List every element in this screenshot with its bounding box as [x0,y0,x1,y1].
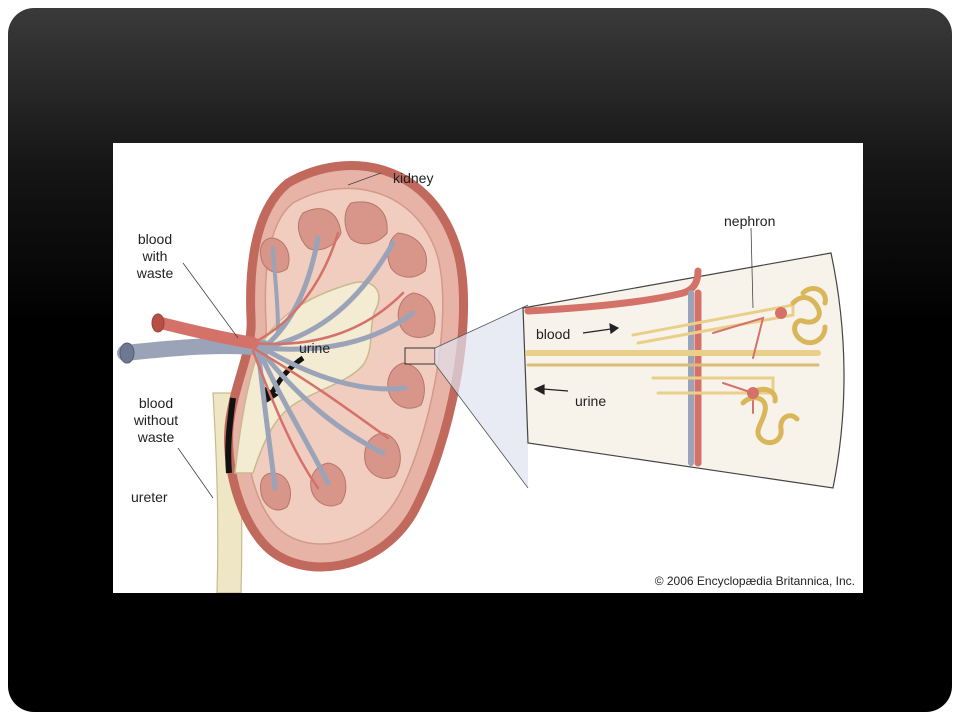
detail-arrows [533,322,620,396]
label-blood-with-waste-line1: blood [137,231,173,247]
label-kidney: kidney [393,170,434,186]
leader-lines [177,172,754,499]
renal-pelvis [234,281,380,474]
kidney-diagram: kidney blood with waste blood without wa… [113,143,863,593]
label-nephron: nephron [724,213,776,229]
copyright-notice: © 2006 Encyclopædia Britannica, Inc. [654,574,855,588]
label-blood-with-waste-line3: waste [136,265,174,281]
renal-artery [155,231,405,490]
label-blood-with-waste: blood with waste [125,231,185,282]
artery-opening [151,313,165,333]
label-blood-without-waste-line3: waste [137,429,175,445]
glomerulus-top [775,307,787,319]
label-urine-detail: urine [575,393,607,409]
detail-vessels [524,267,821,467]
glomerulus-bottom [747,387,759,399]
label-ureter: ureter [131,489,168,505]
nephron-coils [740,286,828,446]
vein-opening [119,342,135,364]
label-blood-without-waste: blood without waste [119,395,193,446]
label-blood-without-waste-line1: blood [138,395,174,411]
renal-pyramids [260,201,436,511]
nephron-detail-panel [522,252,845,489]
label-blood-detail: blood [536,326,571,342]
slide-background: kidney blood with waste blood without wa… [8,8,952,712]
zoom-cone [435,305,528,488]
label-urine-kidney: urine [299,340,331,356]
diagram-artwork [117,161,845,593]
label-blood-without-waste-line2: without [133,412,179,428]
label-blood-with-waste-line2: with [142,248,168,264]
